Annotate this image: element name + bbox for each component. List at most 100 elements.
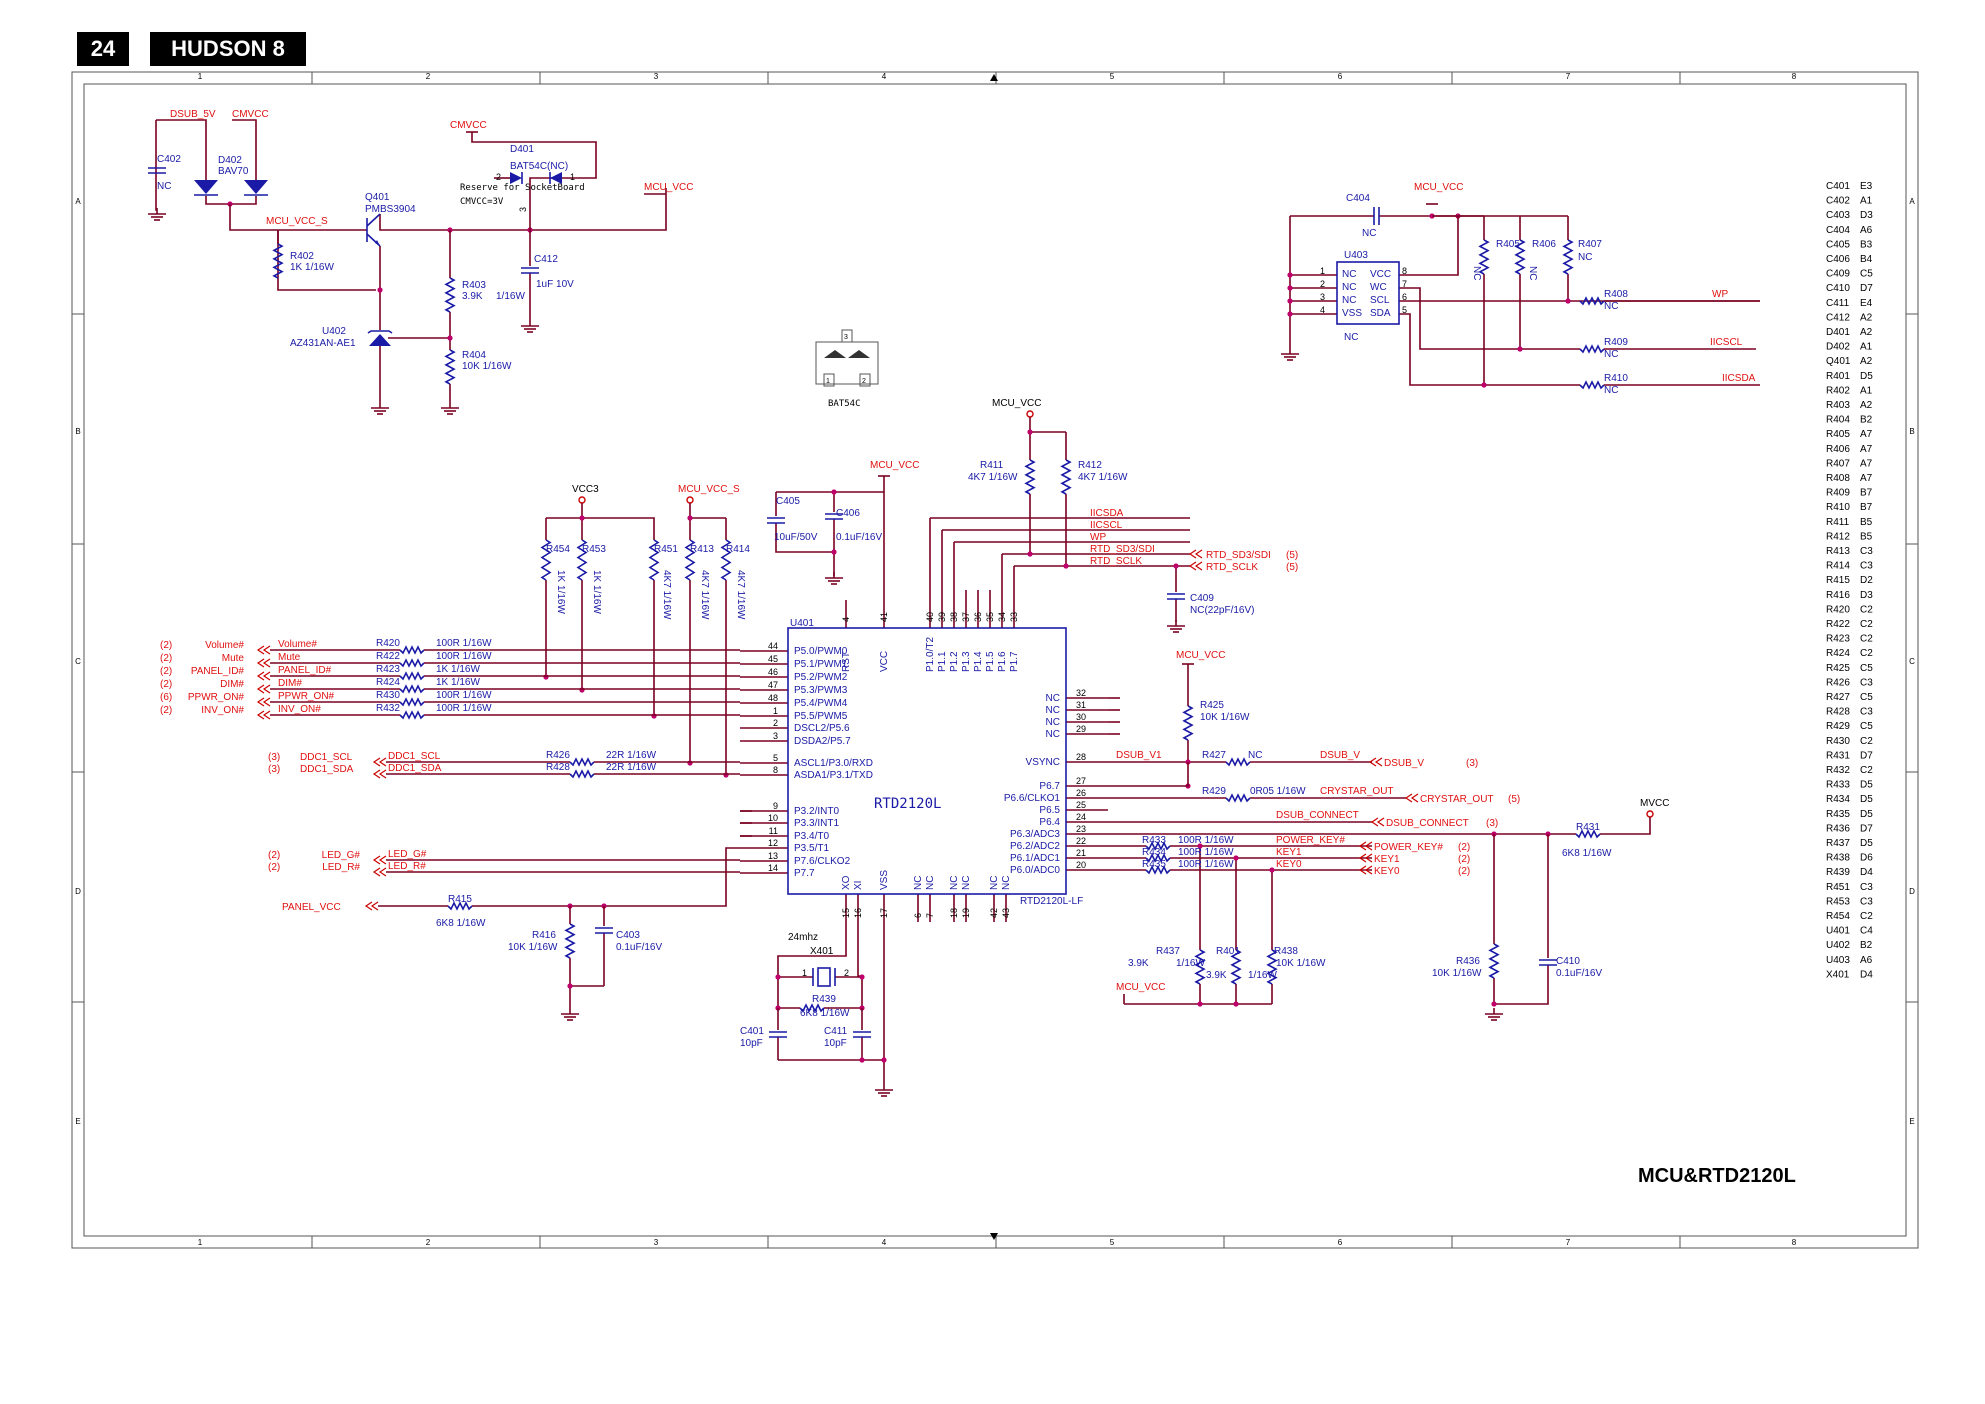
u401-pin-name: P1.5 [985,651,996,672]
power-port-icon [1646,810,1654,818]
r410-value: NC [1604,385,1618,396]
ref-table-designator: D402 [1826,342,1850,353]
u401-pin-number: 44 [768,641,778,651]
u401-pin-number: 48 [768,693,778,703]
grid-row-label: E [75,1117,80,1126]
dsub-v1-net: DSUB_V1 [1116,750,1162,761]
bottom-center-arrow [990,1233,998,1240]
r401-resistor [1230,949,1242,985]
left-port-label: Mute [222,653,245,664]
u401-pin-number: 23 [1076,824,1086,834]
u401-pin-name: NC [1046,729,1060,740]
u401-pin-number: 42 [989,908,999,918]
q401-arrow-icon [375,240,380,246]
u401-pin-name: P1.0/T2 [925,637,936,672]
u401-pin-number: 46 [768,667,778,677]
crystar-out-port-ref: (5) [1508,794,1520,805]
ref-table-designator: R413 [1826,546,1850,557]
r454-ref: R454 [546,544,570,555]
ref-table-location: D6 [1860,853,1873,864]
ref-table-location: B7 [1860,488,1873,499]
c405-value: 10uF/50V [774,532,818,543]
u401-pin-name: DSDA2/P5.7 [794,736,851,747]
r439-left [777,977,800,1009]
u401-pin-name: P6.0/ADC0 [1010,865,1060,876]
ref-table-location: A6 [1860,955,1873,966]
left-resistor-value: 100R 1/16W [436,651,492,662]
u403-pin-name: WC [1370,282,1387,293]
r429-value: 0R05 1/16W [1250,786,1306,797]
left-port-label: PANEL_ID# [191,666,245,677]
c403-value: 0.1uF/16V [616,942,662,953]
key-port-ref: (2) [1458,842,1470,853]
u401-pin-number: 38 [949,612,959,622]
u401-pin-number: 43 [1001,908,1011,918]
u401-pin-number: 30 [1076,712,1086,722]
grid-row-label: B [75,427,80,436]
rtd-sd3-port-ref: (5) [1286,550,1298,561]
left-net-label: PPWR_ON# [278,691,335,702]
u402-value: AZ431AN-AE1 [290,338,356,349]
u403-value: NC [1344,332,1358,343]
ref-table-designator: C412 [1826,312,1850,323]
ref-table-location: D4 [1860,969,1873,980]
crystar-out-port: CRYSTAR_OUT [1420,794,1494,805]
junction-dot [831,549,837,555]
junction-dot [579,687,585,693]
r411-resistor [1024,459,1036,495]
u403-pin-number: 4 [1320,305,1325,315]
ref-table-location: C3 [1860,707,1873,718]
key-port: KEY1 [1374,854,1400,865]
ddc-net-label: DDC1_SDA [388,763,442,774]
left-port-ref: (2) [160,640,172,651]
u401-pin-name: P7.6/CLKO2 [794,856,851,867]
u401-pin-number: 39 [937,612,947,622]
u402-zener-icon [369,334,391,346]
u401-pin-name: NC [913,876,924,890]
ref-table-location: D7 [1860,823,1873,834]
c402-wire [155,120,157,211]
ddc-resistor [569,769,595,779]
iicscl-net: IICSCL [1710,337,1743,348]
r439-ref: R439 [812,994,836,1005]
r437-resistor [1194,949,1206,985]
r416-value: 10K 1/16W [508,942,558,953]
junction-dot [1173,563,1179,569]
u401-pin-number: 27 [1076,776,1086,786]
p67-wire [1108,762,1189,787]
u403-pin-name: SDA [1370,308,1391,319]
outer-frame [71,71,1919,1249]
ref-table-designator: Q401 [1826,356,1851,367]
bat54c-pin-box [859,373,871,387]
r407-resistor [1562,239,1574,275]
q401-collector [366,213,381,227]
d401-diode-icon [510,172,522,184]
vcc3-net: VCC3 [572,484,599,495]
key-port: POWER_KEY# [1374,842,1443,853]
c403-ref: C403 [616,930,640,941]
ref-table-designator: C410 [1826,283,1850,294]
bat54c-pin-2: 2 [862,378,866,385]
ref-table-designator: R431 [1826,750,1850,761]
ref-table-designator: U401 [1826,926,1850,937]
ref-table-location: C5 [1860,269,1873,280]
ref-table-designator: R405 [1826,429,1850,440]
ref-table-location: C5 [1860,721,1873,732]
u401-pin-number: 18 [949,908,959,918]
ref-table-location: C2 [1860,736,1873,747]
q401-ref: Q401 [365,192,390,203]
ref-table-location: A7 [1860,458,1873,469]
ref-table-location: D3 [1860,210,1873,221]
d402-diode-icon [244,180,268,194]
left-port-resistor [399,671,425,681]
r451-value: 4K7 1/16W [661,570,672,620]
u403-pin-number: 7 [1402,279,1407,289]
u401-pin-number: 31 [1076,700,1086,710]
u403-pin-name: VCC [1370,269,1391,280]
junction-dot [1565,298,1571,304]
u403-pin-number: 1 [1320,266,1325,276]
rtd-sclk-port-ref: (5) [1286,562,1298,573]
r437-extra: 1/16W [1176,958,1205,969]
junction-dot [881,1057,887,1063]
